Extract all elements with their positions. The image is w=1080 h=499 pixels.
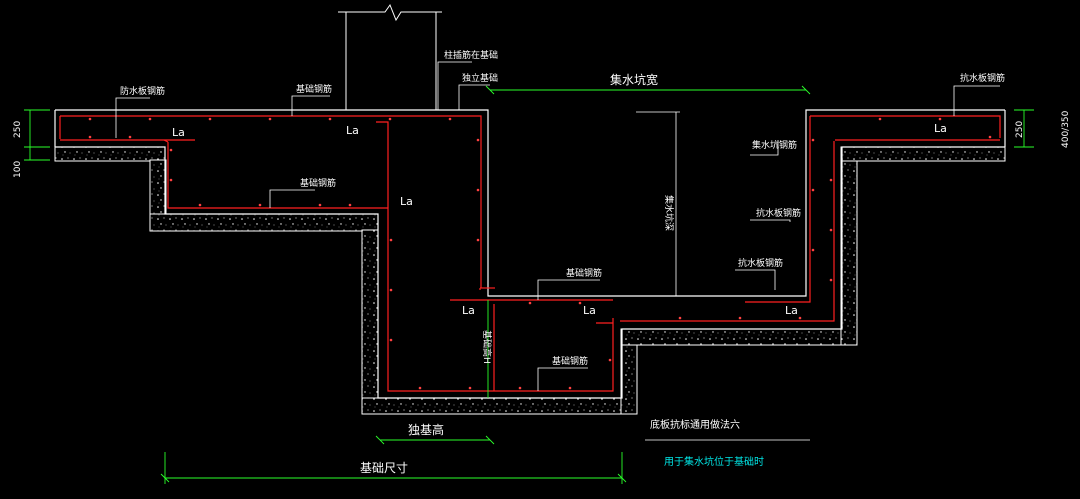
- label-pit-depth: 集水坑深: [663, 195, 675, 231]
- label-found-height: 独基高: [408, 422, 444, 437]
- la-label-2: La: [346, 124, 359, 137]
- label-base-rebar-pit: 基础钢筋: [566, 267, 602, 279]
- label-pit-height-vert: 基础高H: [481, 330, 493, 364]
- dim-250-left: 250: [13, 121, 23, 138]
- la-label-3: La: [400, 195, 413, 208]
- dim-right-edge: 400/350: [1061, 110, 1071, 148]
- la-label-7: La: [934, 122, 947, 135]
- dim-100-left: 100: [13, 161, 23, 178]
- leaders: [115, 61, 1000, 441]
- label-found-size: 基础尺寸: [360, 461, 408, 475]
- la-label-5: La: [583, 304, 596, 317]
- column-stub: [338, 3, 442, 110]
- label-wall-rebar: 独立基础: [462, 72, 498, 84]
- rebar-dots: [88, 117, 992, 390]
- caption-note: 用于集水坑位于基础时: [664, 455, 764, 468]
- la-label-6: La: [785, 304, 798, 317]
- label-pit-rebar-1: 集水坑钢筋: [752, 139, 797, 151]
- label-pit-rebar-2: 抗水板钢筋: [756, 207, 801, 219]
- la-label-4: La: [462, 304, 475, 317]
- labels: 防水板钢筋 基础钢筋 柱插筋在基础 独立基础 集水坑宽 抗水板钢筋 集水坑钢筋 …: [13, 49, 1071, 475]
- label-right-top-rebar: 抗水板钢筋: [960, 72, 1005, 84]
- dim-250-right: 250: [1015, 121, 1025, 138]
- caption-title: 底板抗标通用做法六: [650, 418, 740, 431]
- cushion-layer: [54, 146, 1006, 415]
- la-label-1: La: [172, 126, 185, 139]
- dimensions: [24, 85, 1034, 484]
- label-column-insert: 柱插筋在基础: [444, 49, 498, 61]
- label-waterproof-rebar: 防水板钢筋: [120, 85, 165, 97]
- label-pit-width: 集水坑宽: [610, 72, 658, 87]
- label-base-rebar-bottom: 基础钢筋: [552, 355, 588, 367]
- concrete-outline: [54, 109, 1006, 399]
- label-pit-rebar-3: 抗水板钢筋: [738, 257, 783, 269]
- label-base-rebar-mid: 基础钢筋: [300, 177, 336, 189]
- label-base-rebar-top: 基础钢筋: [296, 83, 332, 95]
- rebar: [59, 115, 1001, 392]
- cushion-fills: [54, 146, 1006, 415]
